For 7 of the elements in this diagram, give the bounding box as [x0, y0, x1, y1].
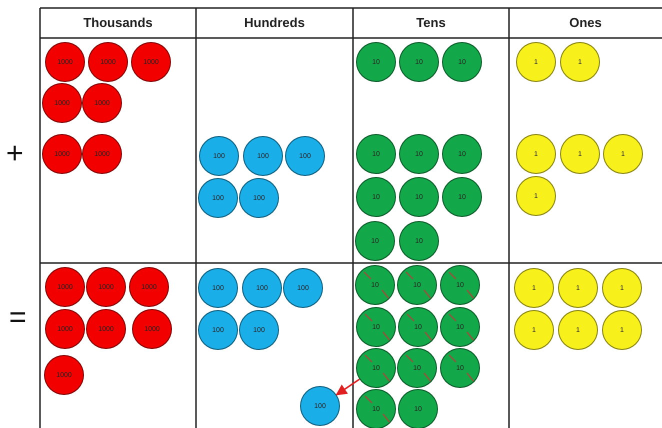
operator-sign: + [6, 139, 24, 169]
column-header: Thousands [82, 14, 154, 32]
column-header: Ones [568, 14, 603, 32]
arrow [336, 378, 360, 396]
operator-sign: = [9, 303, 27, 333]
column-header: Tens [415, 14, 447, 32]
column-header: Hundreds [243, 14, 306, 32]
